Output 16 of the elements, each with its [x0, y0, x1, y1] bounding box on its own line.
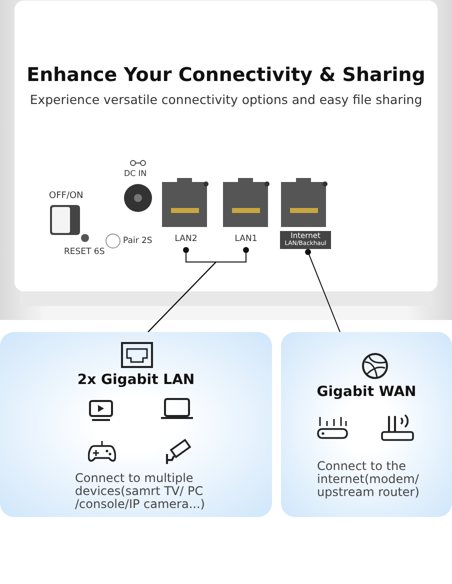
card-heading: 2x Gigabit LAN: [76, 372, 196, 388]
feature-card: [0, 332, 272, 517]
feature-card: [281, 332, 452, 517]
leader-line: [148, 247, 249, 332]
button-label: Pair 2S: [123, 236, 152, 246]
leader-line: [305, 249, 340, 332]
port-label: DC IN: [124, 169, 147, 178]
button-label: RESET 6S: [64, 247, 105, 257]
port-label: LAN2: [173, 233, 199, 245]
subtitle: Experience versatile connectivity options and easy file sharing: [28, 92, 424, 107]
switch-label: OFF/ON: [49, 191, 84, 201]
card-description: Connect to multiple devices(samrt TV/ PC /console/IP camera...): [75, 472, 206, 511]
card-heading: Gigabit WAN: [316, 384, 418, 400]
port-label: LAN1: [233, 233, 259, 245]
title: Enhance Your Connectivity & Sharing: [26, 64, 426, 86]
card-description: Connect to the internet(modem/ upstream router): [317, 460, 420, 499]
